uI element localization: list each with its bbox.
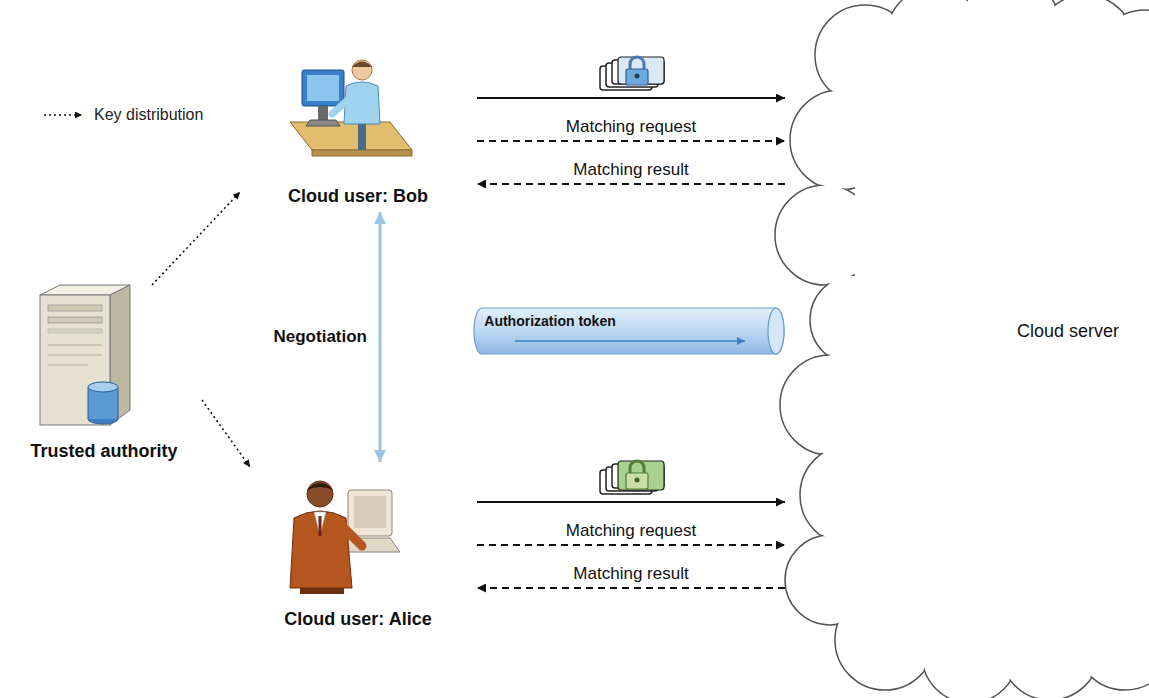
node-label: Cloud user: Alice [284, 609, 431, 631]
connector [152, 192, 240, 285]
encrypted-data-icon [600, 57, 664, 90]
connector [477, 587, 785, 589]
connector [477, 140, 785, 142]
edge-label: Matching request [563, 521, 699, 541]
legend-label: Key distribution [94, 106, 203, 124]
edge-label: Matching result [570, 564, 691, 584]
connector [379, 212, 382, 462]
cloud-user: Cloud user: Bob [240, 50, 477, 212]
connector [477, 183, 785, 185]
legend-sample [42, 105, 86, 125]
edge-label: Matching request [563, 117, 699, 137]
cloud-server: Cloud server [785, 0, 1149, 698]
cloud-user-art [250, 462, 477, 634]
encrypted-data-icon [600, 461, 664, 494]
token-channel: Authorization token [472, 306, 786, 356]
node-label: Authorization token [484, 313, 615, 330]
trusted-authority-server: Trusted authority [8, 285, 202, 465]
cloud-server-art [785, 0, 1149, 698]
connector [477, 97, 785, 99]
cloud-user: Cloud user: Alice [250, 462, 477, 634]
node-label: Trusted authority [30, 441, 177, 463]
node-label: Cloud user: Bob [288, 186, 428, 208]
trusted-authority-server-art [8, 285, 202, 465]
connector [477, 501, 785, 503]
edge-label: Matching result [570, 160, 691, 180]
connector [202, 400, 250, 467]
connector [477, 544, 785, 546]
edge-label: Negotiation [271, 327, 371, 347]
node-label: Cloud server [1017, 321, 1119, 343]
legend-item: Key distribution [42, 105, 203, 125]
